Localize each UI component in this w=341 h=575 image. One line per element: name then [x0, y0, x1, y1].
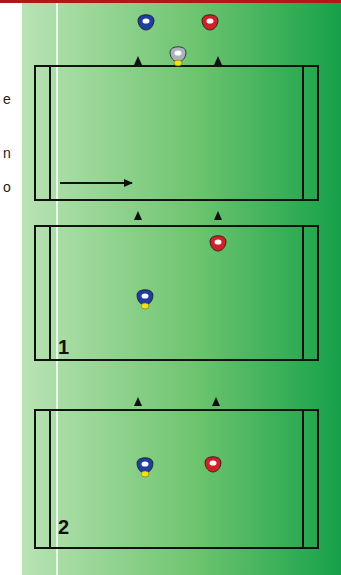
grid-number: 1	[58, 337, 69, 357]
touch-line	[56, 3, 58, 575]
player	[138, 15, 154, 30]
player	[210, 236, 226, 251]
player	[202, 15, 218, 30]
players	[137, 15, 226, 477]
player	[170, 47, 186, 66]
player	[205, 457, 221, 472]
cones	[134, 56, 222, 406]
run-arrow	[60, 182, 132, 184]
grid-panels	[35, 66, 318, 548]
margin-text: o	[3, 180, 11, 194]
pitch-ground	[22, 3, 341, 575]
margin-text: e	[3, 92, 11, 106]
grid-number: 2	[58, 517, 69, 537]
player	[137, 458, 153, 477]
player	[137, 290, 153, 309]
top-bar	[0, 0, 341, 3]
margin-text: n	[3, 146, 11, 160]
